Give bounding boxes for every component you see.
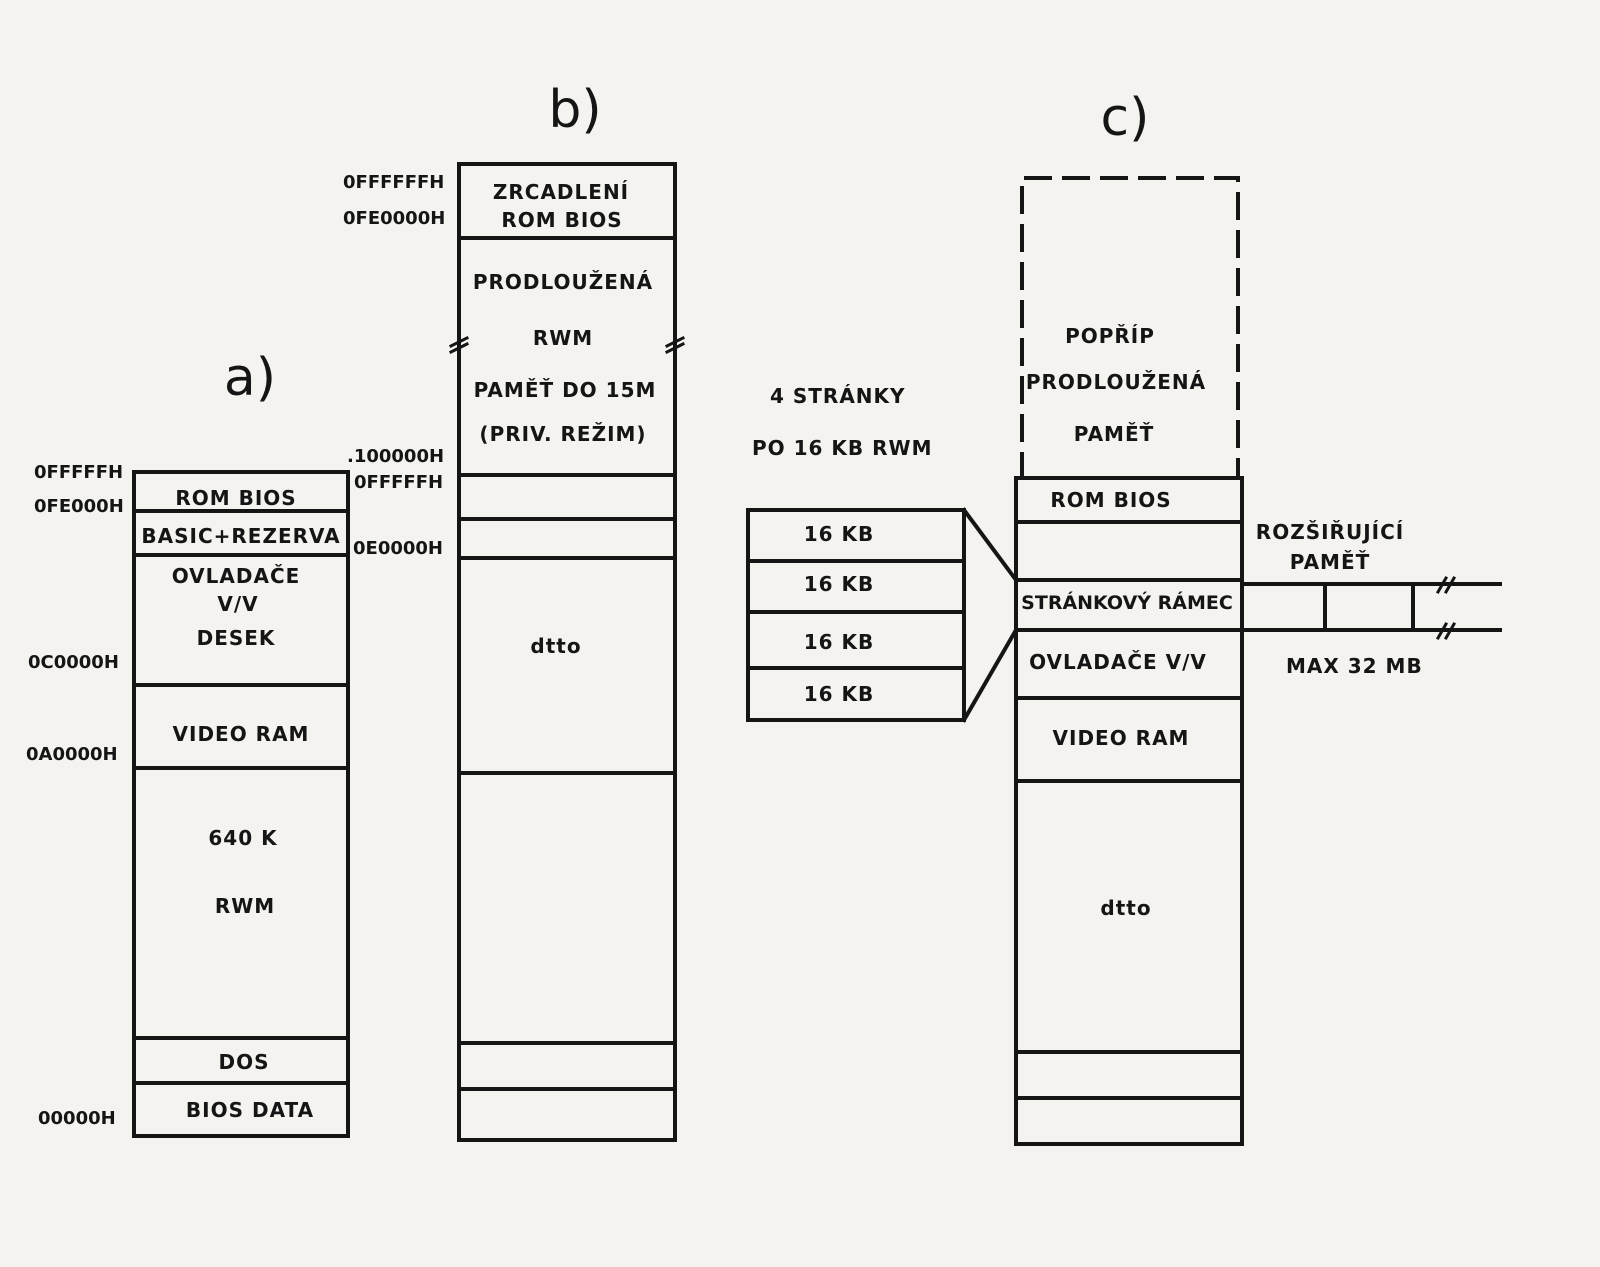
break-mark-left — [448, 335, 470, 355]
expansion-break-top — [1435, 575, 1457, 595]
address-label: 0FFFFFH — [34, 462, 124, 483]
block-dos: DOS — [218, 1050, 270, 1074]
address-label: 0FE0000H — [343, 208, 446, 229]
address-label: 0FFFFFFH — [343, 172, 445, 193]
block-zrcadleni-line: ZRCADLENÍ — [492, 180, 630, 204]
block-ovladace-line: DESEK — [196, 626, 276, 650]
break-mark-right — [664, 335, 686, 355]
block-ovladace-line: V/V — [217, 592, 259, 616]
connector-bottom — [961, 627, 1019, 723]
column-b-outline — [457, 162, 677, 1142]
block-dtto-c: dtto — [1100, 896, 1152, 920]
block-extended-line: RWM — [532, 326, 594, 350]
address-label: 0FE000H — [34, 496, 124, 517]
address-label: 00000H — [38, 1108, 116, 1129]
block-basic-rezerva: BASIC+REZERVA — [141, 524, 341, 548]
block-optional-line: PRODLOUŽENÁ — [1025, 370, 1207, 394]
page-16kb: 16 KB — [803, 522, 875, 546]
label-a: a) — [223, 348, 277, 408]
pages-caption-line: PO 16 KB RWM — [752, 436, 933, 460]
connector-top — [961, 507, 1019, 583]
address-label: 0A0000H — [26, 744, 118, 765]
block-optional-line: PAMĚŤ — [1073, 422, 1155, 446]
block-ovladace-line: OVLADAČE — [171, 564, 301, 588]
block-ovladace-c: OVLADAČE V/V — [1029, 650, 1207, 674]
expansion-label-line: ROZŠIŘUJÍCÍ — [1255, 520, 1405, 544]
address-label: 0E0000H — [353, 538, 443, 559]
expansion-break-bottom — [1435, 621, 1457, 641]
block-extended-line: PRODLOUŽENÁ — [472, 270, 654, 294]
pages-caption-line: 4 STRÁNKY — [770, 384, 906, 408]
column-a-outline — [132, 470, 350, 1138]
block-rwm-line: 640 K — [208, 826, 278, 850]
page-16kb: 16 KB — [803, 630, 875, 654]
label-c: c) — [1100, 88, 1150, 148]
page-16kb: 16 KB — [803, 682, 875, 706]
expansion-max: MAX 32 MB — [1286, 654, 1423, 678]
expansion-label-line: PAMĚŤ — [1289, 550, 1371, 574]
address-label: 0C0000H — [28, 652, 119, 673]
block-dtto: dtto — [530, 634, 582, 658]
block-page-frame: STRÁNKOVÝ RÁMEC — [1021, 592, 1233, 614]
block-bios-data: BIOS DATA — [185, 1098, 315, 1122]
address-label: 0FFFFFH — [354, 472, 444, 493]
block-optional-line: POPŘÍP — [1065, 324, 1155, 348]
address-label: .100000H — [347, 446, 445, 467]
optional-region-dashed — [1020, 176, 1240, 480]
block-rwm-line: RWM — [214, 894, 276, 918]
block-video-ram-c: VIDEO RAM — [1052, 726, 1190, 750]
label-b: b) — [548, 80, 602, 140]
page-16kb: 16 KB — [803, 572, 875, 596]
block-zrcadleni-line: ROM BIOS — [501, 208, 623, 232]
block-extended-line: PAMĚŤ DO 15M — [473, 378, 657, 402]
block-video-ram: VIDEO RAM — [172, 722, 310, 746]
column-c-outline — [1014, 476, 1244, 1146]
block-rom-bios-c: ROM BIOS — [1050, 488, 1172, 512]
pages-box-outline — [746, 508, 966, 722]
block-rom-bios: ROM BIOS — [175, 486, 297, 510]
block-extended-line: (PRIV. REŽIM) — [479, 422, 647, 446]
